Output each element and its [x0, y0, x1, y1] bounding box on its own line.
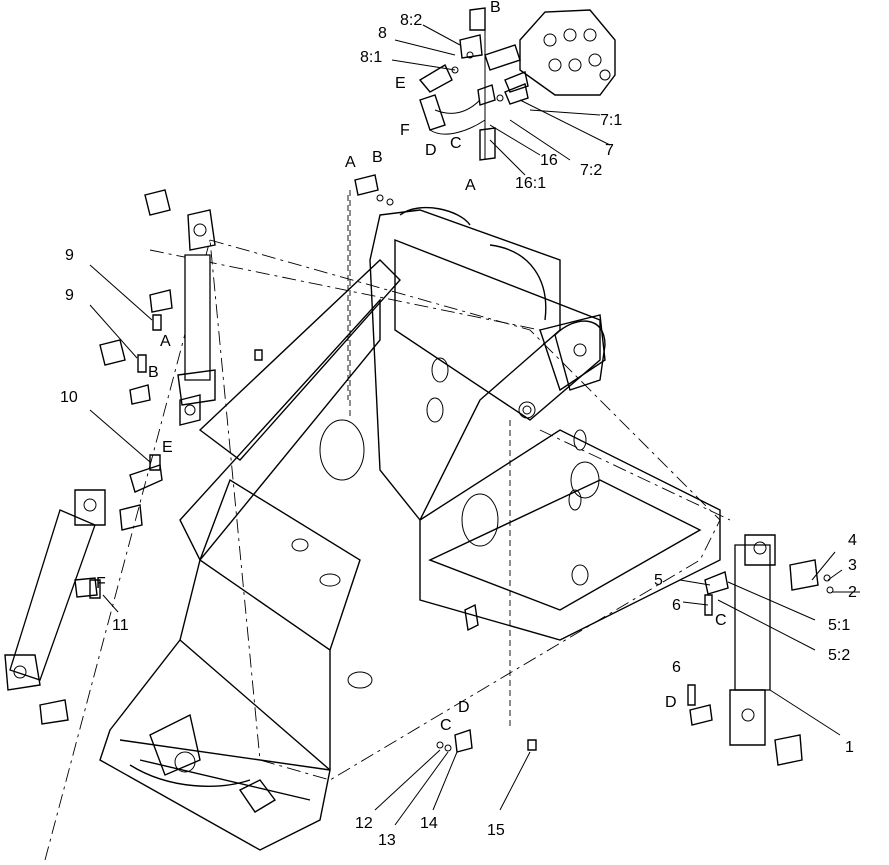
label-a: A [345, 154, 356, 171]
label-c: C [715, 612, 727, 629]
label-5: 5 [654, 572, 663, 589]
label-7-1: 7:1 [600, 112, 622, 129]
label-a: A [465, 177, 476, 194]
label-14: 14 [420, 815, 438, 832]
label-5-1: 5:1 [828, 617, 850, 634]
right-cylinder [687, 534, 834, 766]
label-16-1: 16:1 [515, 175, 546, 192]
label-6: 6 [672, 597, 681, 614]
label-9: 9 [65, 247, 74, 264]
label-c: C [440, 717, 452, 734]
label-b: B [490, 0, 501, 16]
label-6: 6 [672, 659, 681, 676]
label-7: 7 [605, 142, 614, 159]
label-9: 9 [65, 287, 74, 304]
label-8-2: 8:2 [400, 12, 422, 29]
label-c: C [450, 135, 462, 152]
loader-frame [44, 190, 731, 861]
control-valve-assembly [418, 7, 616, 161]
left-upper-cylinder [99, 189, 216, 426]
label-3: 3 [848, 557, 857, 574]
label-5-2: 5:2 [828, 647, 850, 664]
label-e: E [162, 439, 173, 456]
label-b: B [148, 364, 159, 381]
label-4: 4 [848, 532, 857, 549]
label-d: D [665, 694, 677, 711]
label-f: F [96, 575, 106, 592]
label-b: B [372, 149, 383, 166]
label-11: 11 [112, 617, 129, 634]
label-8-1: 8:1 [360, 49, 382, 66]
label-1: 1 [845, 739, 854, 756]
label-2: 2 [848, 584, 857, 601]
label-10: 10 [60, 389, 78, 406]
center-callouts: A B [345, 149, 383, 171]
label-8: 8 [378, 25, 387, 42]
label-e: E [395, 75, 406, 92]
label-d: D [425, 142, 437, 159]
label-f: F [400, 122, 410, 139]
label-d: D [458, 699, 470, 716]
label-16: 16 [540, 152, 558, 169]
label-12: 12 [355, 815, 373, 832]
label-7-2: 7:2 [580, 162, 602, 179]
hardware-parts [254, 174, 537, 753]
label-15: 15 [487, 822, 505, 839]
right-callouts: 4 3 2 5 6 C 5:1 5:2 6 D 1 [654, 532, 857, 756]
left-lower-cylinder [4, 454, 163, 725]
leader-lines [89, 24, 860, 826]
label-a: A [160, 333, 171, 350]
left-upper-callouts: 9 9 A B [65, 247, 171, 381]
left-lower-callouts: 10 E F 11 [60, 389, 173, 634]
label-13: 13 [378, 832, 396, 849]
bottom-callouts: D C 12 13 14 15 [355, 699, 505, 849]
top-callouts: 8:2 B 8 8:1 E F D C A 16 16:1 7:2 7 7:1 [360, 0, 622, 194]
